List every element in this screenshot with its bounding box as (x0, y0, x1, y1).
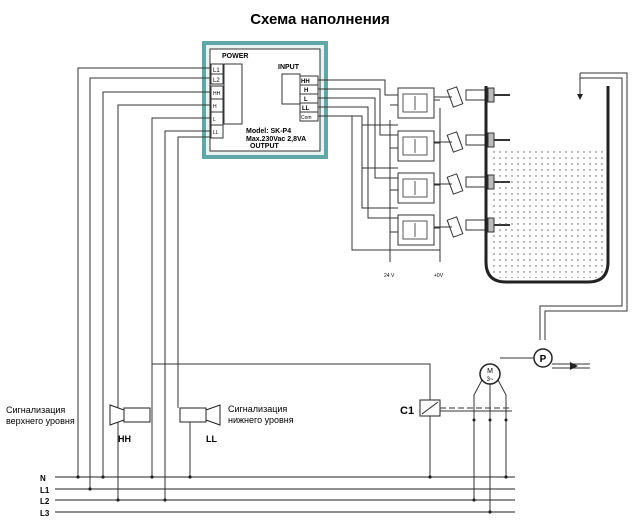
high-level-alarm: HH Сигнализация верхнего уровня (6, 400, 151, 500)
bus-label-l2: L2 (40, 497, 50, 506)
output-label: OUTPUT (250, 143, 280, 150)
motor-label: M (487, 368, 493, 375)
model-label: Model: SK-P4 (246, 128, 291, 135)
contactor-c1: C1 (400, 399, 512, 477)
input-terminal-h: H (304, 88, 308, 94)
relay-block (223, 63, 243, 125)
output-terminal-l: L (213, 117, 216, 123)
level-probe (446, 131, 510, 153)
sensor-module (397, 130, 435, 162)
input-terminal-l: L (304, 97, 308, 103)
sensor-module (397, 172, 435, 204)
sensor-modules (397, 87, 435, 246)
low-alarm-caption-1: Сигнализация (228, 404, 287, 414)
low-alarm-tag: LL (206, 434, 217, 444)
level-probe (446, 86, 510, 108)
supply-0v-label: +0V (434, 273, 444, 279)
high-alarm-caption-1: Сигнализация (6, 405, 65, 415)
pump-label: P (540, 354, 547, 365)
contactor-label: C1 (400, 405, 414, 417)
output-terminal-h: H (213, 104, 217, 110)
output-wiring (77, 67, 431, 489)
input-inner-block (281, 73, 301, 105)
tank-liquid (490, 150, 604, 278)
output-terminal-hh: HH (213, 91, 221, 97)
input-label: INPUT (278, 64, 300, 71)
input-terminal-com: Com (301, 115, 312, 121)
supply-24v-label: 24 V (384, 273, 395, 279)
inlet-arrow-icon (577, 94, 583, 100)
low-level-alarm: LL Сигнализация нижнего уровня (164, 400, 294, 500)
siren-icon (205, 404, 221, 426)
tank-wall (484, 86, 610, 284)
input-terminal-hh: HH (301, 79, 310, 85)
sensor-module (397, 87, 435, 119)
rating-label: Max.230Vac 2,8VA (246, 136, 306, 143)
motor-phase-label: 3~ (487, 377, 494, 383)
pump-outlet-arrow-icon (570, 362, 578, 370)
controller-unit: POWER INPUT OUTPUT Model: SK-P4 Max.230V… (202, 41, 328, 159)
low-alarm-caption-2: нижнего уровня (228, 415, 294, 425)
sensor-module (397, 214, 435, 246)
power-terminal-l1: L1 (213, 68, 220, 74)
input-terminal-ll: LL (302, 106, 310, 112)
power-label: POWER (222, 53, 248, 60)
power-terminal-l2: L2 (213, 78, 220, 84)
siren-icon (109, 404, 125, 426)
bus-label-l3: L3 (40, 509, 50, 518)
high-alarm-tag: HH (118, 434, 131, 444)
bus-label-n: N (40, 474, 46, 483)
high-alarm-caption-2: верхнего уровня (6, 416, 75, 426)
input-wiring (318, 79, 441, 262)
bus-label-l1: L1 (40, 486, 50, 495)
level-probes (434, 86, 510, 238)
pump-assembly: P M 3~ (473, 348, 590, 512)
power-bus: N L1 L2 L3 (40, 474, 515, 518)
diagram-title: Схема наполнения (250, 11, 390, 28)
output-terminal-ll: LL (213, 130, 219, 136)
tank (484, 72, 628, 340)
